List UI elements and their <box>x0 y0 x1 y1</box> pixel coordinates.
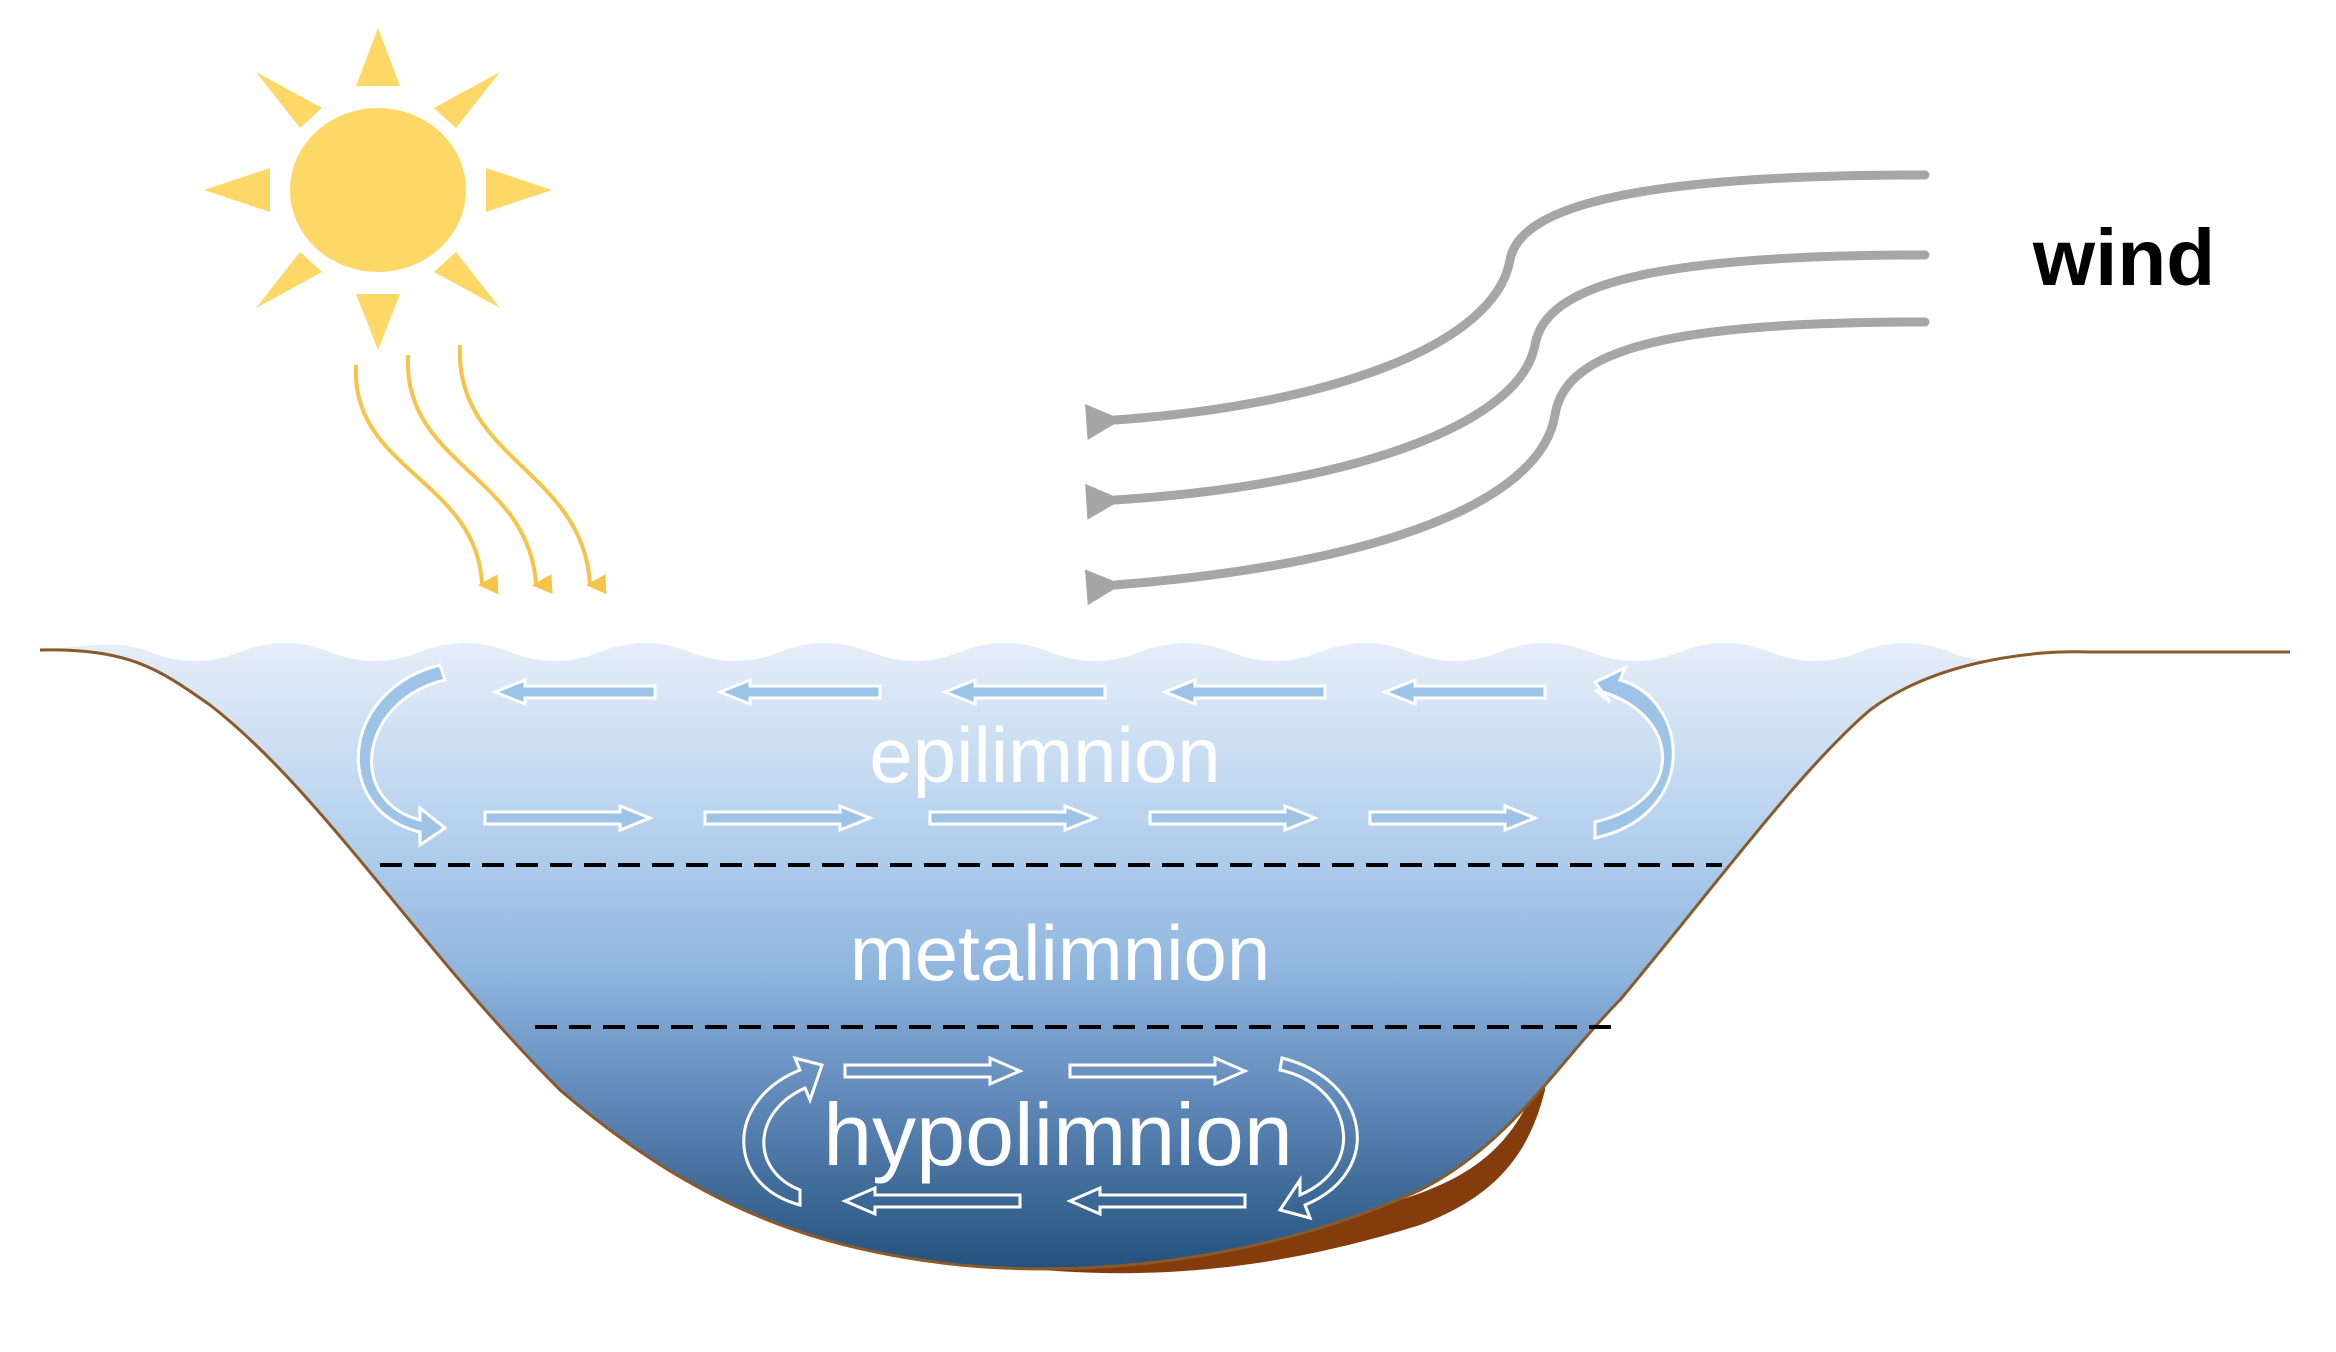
sun-ray <box>457 344 607 595</box>
sun-ray <box>353 364 499 595</box>
arrow-right <box>483 803 1540 833</box>
lake-water-body <box>40 643 2090 1269</box>
curved-arrow-left <box>356 663 448 848</box>
curved-arrow-right <box>1277 1056 1359 1221</box>
arrow-left <box>490 677 1547 707</box>
arrow-right <box>1068 1055 1249 1087</box>
circulation-arrows <box>742 1055 1359 1221</box>
hypolimnion-label: hypolimnion <box>823 1085 1293 1184</box>
metalimnion-label: metalimnion <box>850 909 1271 997</box>
curved-arrow-left <box>742 1055 824 1207</box>
epilimnion-label: epilimnion <box>869 711 1220 799</box>
arrow-right <box>843 1055 1024 1087</box>
wind-arrow <box>1085 250 1930 520</box>
circulation-arrows <box>356 663 1675 848</box>
arrow-left <box>841 1185 1022 1217</box>
arrow-left <box>1066 1185 1247 1217</box>
sun-ray <box>405 354 553 595</box>
wind-arrow <box>1085 170 1930 440</box>
curved-arrow-right <box>1592 665 1675 840</box>
sun-icon <box>204 28 552 350</box>
sunlight-rays <box>353 344 607 595</box>
wind-label: wind <box>2032 213 2215 302</box>
wind-streamline-arrows <box>1084 170 1930 606</box>
lake-shore-line <box>39 648 2290 1271</box>
wind-arrow <box>1084 317 1930 606</box>
